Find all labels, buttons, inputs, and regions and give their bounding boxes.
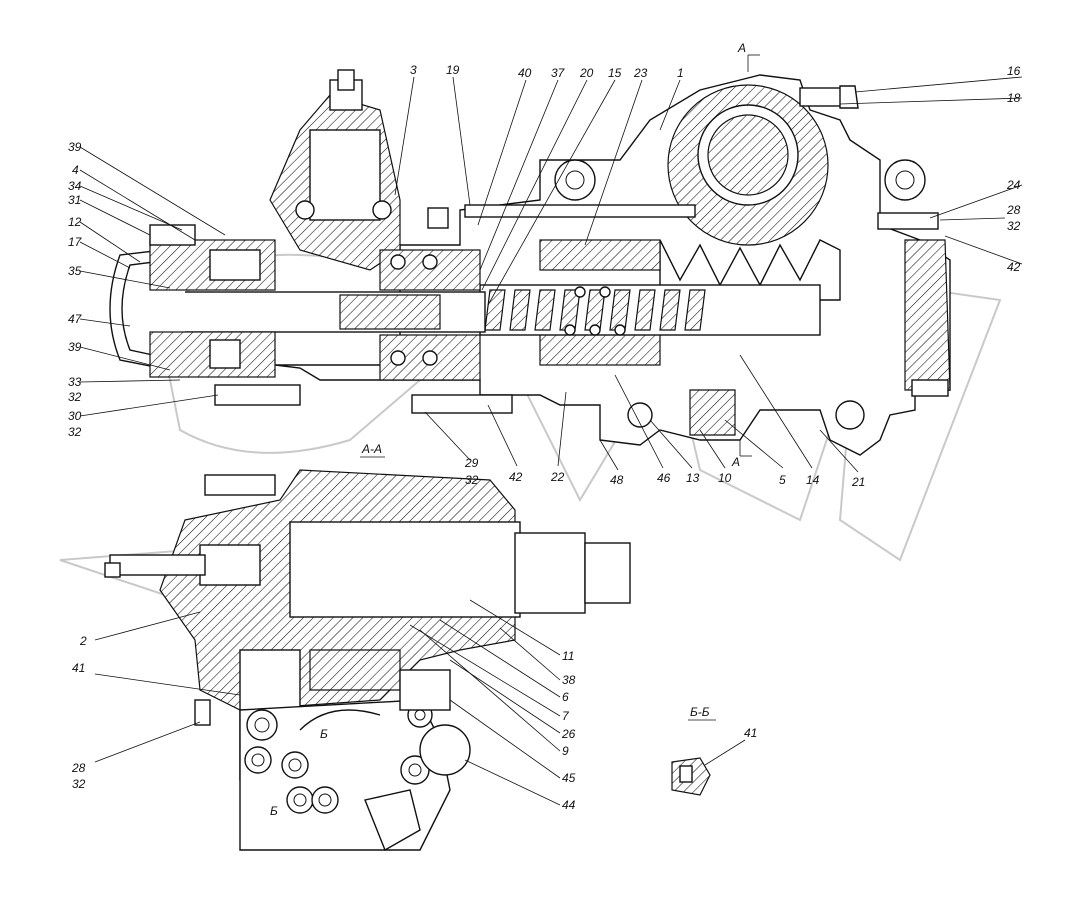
callout: 32 — [72, 777, 86, 791]
callout: 39 — [68, 140, 82, 154]
section-a-bottom-label: А — [731, 455, 740, 469]
callout: 41 — [744, 726, 757, 740]
callout: 1 — [677, 66, 684, 80]
leader-lines — [79, 76, 1023, 806]
callout: 18 — [1007, 91, 1021, 105]
callout: 38 — [562, 673, 576, 687]
callout: 48 — [610, 473, 624, 487]
callout: 35 — [68, 264, 82, 278]
callout: 39 — [68, 340, 82, 354]
callout: 24 — [1006, 178, 1021, 192]
callout: 12 — [68, 215, 82, 229]
callout: 26 — [561, 727, 576, 741]
callout: 9 — [562, 744, 569, 758]
callout: 17 — [68, 235, 83, 249]
section-mark-a-bottom: А — [731, 440, 752, 469]
section-mark-a-top: А — [737, 41, 760, 72]
callout: 14 — [806, 473, 820, 487]
callout: 42 — [509, 470, 523, 484]
callout-labels: 3 19 40 37 20 15 23 1 16 18 39 4 34 31 1… — [68, 63, 1021, 812]
callout: 47 — [68, 312, 83, 326]
callout: 4 — [72, 163, 79, 177]
section-aa-title: А-А — [361, 442, 382, 456]
section-bb-title: Б-Б — [690, 705, 710, 719]
callout: 32 — [465, 473, 479, 487]
callout: 23 — [633, 66, 648, 80]
callout: 20 — [579, 66, 594, 80]
callout: 5 — [779, 473, 786, 487]
callout: 15 — [608, 66, 622, 80]
section-bb: Б-Б — [671, 705, 716, 796]
callout: 16 — [1007, 64, 1021, 78]
callout: 34 — [68, 179, 82, 193]
callout: 37 — [551, 66, 566, 80]
section-b-mark-1: Б — [320, 727, 328, 741]
callout: 32 — [68, 425, 82, 439]
callout: 22 — [550, 470, 565, 484]
callout: 41 — [72, 661, 85, 675]
callout: 42 — [1007, 260, 1021, 274]
callout: 29 — [464, 456, 479, 470]
callout: 31 — [68, 193, 81, 207]
callout: 6 — [562, 690, 569, 704]
main-housing-section — [109, 69, 951, 456]
callout: 44 — [562, 798, 576, 812]
section-a-top-label: А — [737, 41, 746, 55]
callout: 3 — [410, 63, 417, 77]
callout: 30 — [68, 409, 82, 423]
callout: 45 — [562, 771, 576, 785]
callout: 11 — [562, 649, 574, 663]
callout: 7 — [562, 709, 570, 723]
callout: 33 — [68, 375, 82, 389]
section-b-mark-2: Б — [270, 804, 278, 818]
callout: 13 — [686, 471, 700, 485]
callout: 19 — [446, 63, 460, 77]
callout: 2 — [79, 634, 87, 648]
callout: 46 — [657, 471, 671, 485]
section-aa: А-А Б Б — [104, 442, 631, 852]
callout: 32 — [68, 390, 82, 404]
callout: 40 — [518, 66, 532, 80]
callout: 32 — [1007, 219, 1021, 233]
callout: 10 — [718, 471, 732, 485]
callout: 28 — [1006, 203, 1021, 217]
callout: 21 — [851, 475, 865, 489]
callout: 28 — [71, 761, 86, 775]
